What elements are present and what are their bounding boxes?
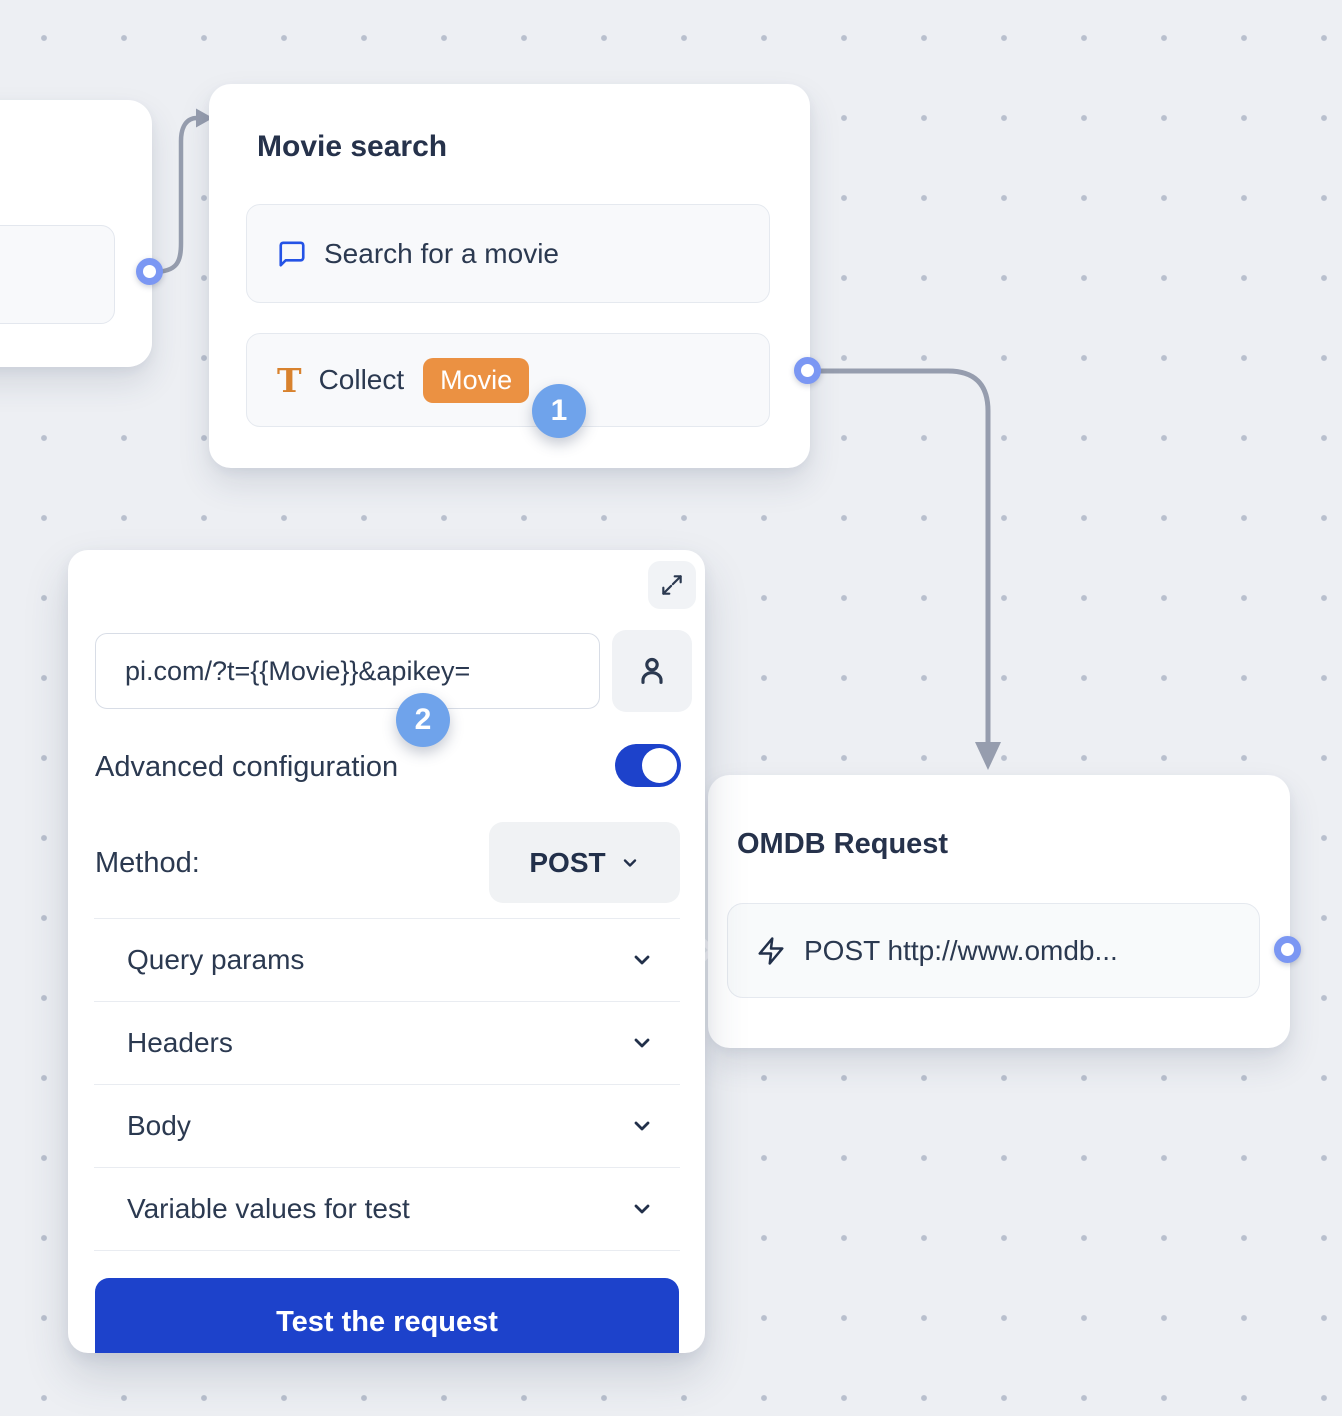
section-headers[interactable]: Headers (94, 1002, 680, 1085)
url-input[interactable] (95, 633, 600, 709)
section-label: Headers (127, 1027, 233, 1058)
arrowhead-down-icon (975, 742, 1001, 770)
node-title: Movie search (257, 130, 448, 163)
node-item-search-for-movie[interactable]: Search for a movie (246, 204, 770, 303)
section-label: Variable values for test (127, 1193, 410, 1224)
section-body[interactable]: Body (94, 1085, 680, 1168)
node-item-post-request[interactable]: POST http://www.omdb... (727, 903, 1260, 998)
item-label: Collect (318, 364, 405, 395)
chevron-down-icon (630, 948, 654, 972)
chevron-down-icon (630, 1031, 654, 1055)
previous-node-card[interactable] (0, 100, 152, 367)
previous-node-item[interactable] (0, 225, 115, 324)
chevron-down-icon (630, 1114, 654, 1138)
section-variable-values[interactable]: Variable values for test (94, 1168, 680, 1251)
method-label: Method: (95, 847, 200, 879)
node-item-collect-movie[interactable]: T Collect Movie (246, 333, 770, 427)
method-value: POST (529, 846, 606, 878)
variable-chip-movie[interactable]: Movie (423, 357, 530, 403)
connector-movie-to-omdb (818, 368, 991, 747)
section-query-params[interactable]: Query params (94, 919, 680, 1002)
step-badge-1: 1 (532, 384, 586, 438)
section-label: Query params (127, 944, 305, 975)
connector-into-movie-search (150, 115, 200, 275)
expand-button[interactable] (648, 561, 696, 609)
test-request-button[interactable]: Test the request (95, 1278, 679, 1353)
previous-node-output-port[interactable] (136, 258, 163, 285)
step-badge-2: 2 (396, 693, 450, 747)
lightning-icon (756, 936, 786, 966)
movie-search-output-port[interactable] (794, 357, 821, 384)
person-icon (632, 651, 672, 691)
advanced-configuration-label: Advanced configuration (95, 751, 399, 783)
movie-search-node[interactable]: Movie search Search for a movie T Collec… (209, 84, 810, 468)
section-label: Body (127, 1110, 191, 1141)
method-dropdown[interactable]: POST (489, 822, 680, 903)
advanced-configuration-toggle[interactable] (615, 744, 681, 787)
chevron-down-icon (620, 853, 640, 873)
chevron-down-icon (630, 1197, 654, 1221)
config-sections: Query params Headers Body Variable value… (94, 918, 680, 1251)
webhook-config-panel: Advanced configuration Method: POST Quer… (68, 550, 705, 1353)
item-label: Search for a movie (324, 237, 559, 269)
chat-bubble-icon (277, 239, 307, 269)
variables-button[interactable] (612, 630, 692, 712)
expand-icon (659, 572, 685, 598)
item-label: POST http://www.omdb... (804, 934, 1118, 966)
node-title: OMDB Request (737, 828, 949, 860)
omdb-request-node[interactable]: OMDB Request POST http://www.omdb... (708, 775, 1290, 1048)
omdb-output-port[interactable] (1274, 936, 1301, 963)
text-input-icon: T (277, 360, 302, 400)
